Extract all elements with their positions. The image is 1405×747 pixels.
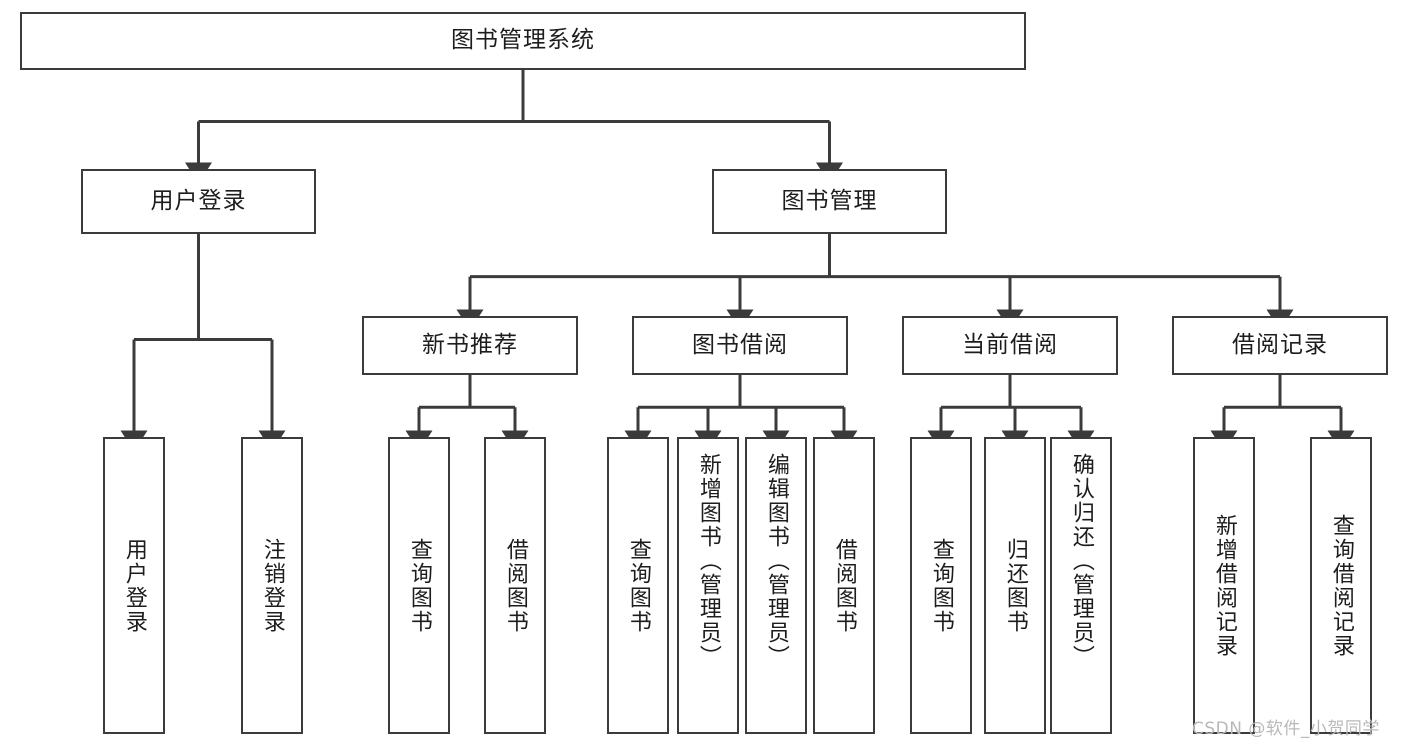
node-book-borrow-label: 图书借阅 [692,331,788,358]
node-leaf-return-book[interactable]: 归还图书 [984,437,1046,734]
node-leaf-return-book-label: 归还图书 [1002,537,1028,634]
node-root-label: 图书管理系统 [451,27,595,54]
node-leaf-query-book-2[interactable]: 查询图书 [607,437,669,734]
node-leaf-query-book-3[interactable]: 查询图书 [910,437,972,734]
node-leaf-query-book-2-label: 查询图书 [625,537,651,634]
node-user-login[interactable]: 用户登录 [81,169,316,234]
node-leaf-add-book-admin[interactable]: 新增图书（管理员） [677,437,739,734]
node-leaf-user-login-label: 用户登录 [121,537,147,634]
node-borrow-records-label: 借阅记录 [1232,331,1328,358]
node-leaf-borrow-book-1[interactable]: 借阅图书 [484,437,546,734]
node-leaf-confirm-return-admin-label: 确认归还（管理员） [1068,453,1094,669]
node-current-borrow[interactable]: 当前借阅 [902,316,1118,375]
node-leaf-query-borrow-record[interactable]: 查询借阅记录 [1310,437,1372,734]
node-leaf-borrow-book-1-label: 借阅图书 [502,537,528,634]
node-new-book-recommend-label: 新书推荐 [422,331,518,358]
node-leaf-borrow-book-2[interactable]: 借阅图书 [813,437,875,734]
node-root[interactable]: 图书管理系统 [20,12,1026,70]
node-user-login-label: 用户登录 [150,187,247,214]
node-leaf-logout[interactable]: 注销登录 [241,437,303,734]
node-new-book-recommend[interactable]: 新书推荐 [362,316,578,375]
node-leaf-logout-label: 注销登录 [259,537,285,634]
node-leaf-add-borrow-record-label: 新增借阅记录 [1211,513,1237,658]
node-book-manage[interactable]: 图书管理 [712,169,947,234]
node-borrow-records[interactable]: 借阅记录 [1172,316,1388,375]
node-leaf-add-borrow-record[interactable]: 新增借阅记录 [1193,437,1255,734]
node-leaf-query-book-3-label: 查询图书 [928,537,954,634]
node-leaf-edit-book-admin[interactable]: 编辑图书（管理员） [745,437,807,734]
node-leaf-user-login[interactable]: 用户登录 [103,437,165,734]
node-leaf-confirm-return-admin[interactable]: 确认归还（管理员） [1050,437,1112,734]
node-leaf-borrow-book-2-label: 借阅图书 [831,537,857,634]
node-leaf-add-book-admin-label: 新增图书（管理员） [695,453,721,669]
node-book-borrow[interactable]: 图书借阅 [632,316,848,375]
node-leaf-query-book-1[interactable]: 查询图书 [388,437,450,734]
node-leaf-query-book-1-label: 查询图书 [406,537,432,634]
node-leaf-query-borrow-record-label: 查询借阅记录 [1328,513,1354,658]
node-current-borrow-label: 当前借阅 [962,331,1058,358]
node-book-manage-label: 图书管理 [781,187,878,214]
node-leaf-edit-book-admin-label: 编辑图书（管理员） [763,453,789,669]
